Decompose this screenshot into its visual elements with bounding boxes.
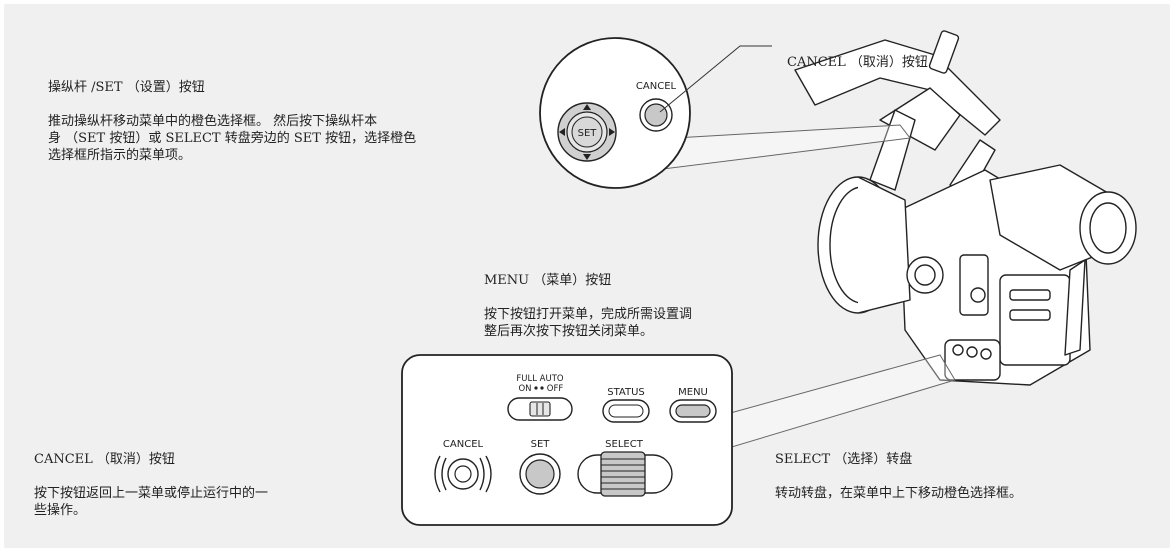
joystick-callout: 操纵杆 /SET （设置）按钮 推动操纵杆移动菜单中的橙色选择框。 然后按下操纵…: [48, 62, 416, 181]
joystick-set-button[interactable]: [557, 102, 617, 162]
menu-callout: MENU （菜单）按钮 按下按钮打开菜单，完成所需设置调 整后再次按下按钮关闭菜…: [484, 255, 692, 357]
zoom-set-label: SET: [578, 128, 598, 139]
joystick-callout-body: 推动操纵杆移动菜单中的橙色选择框。 然后按下操纵杆本 身 （SET 按钮）或 S…: [48, 114, 417, 163]
panel-set-button[interactable]: [519, 453, 561, 495]
panel-set-label: SET: [531, 439, 551, 450]
full-auto-off-label: OFF: [547, 384, 564, 394]
menu-button[interactable]: [669, 399, 717, 423]
panel-cancel-label: CANCEL: [443, 439, 484, 450]
cancel-top-callout-title: CANCEL （取消）按钮: [787, 55, 928, 70]
cancel-top-callout: CANCEL （取消）按钮: [787, 37, 928, 88]
select-callout-body: 转动转盘，在菜单中上下移动橙色选择框。: [775, 486, 1023, 501]
full-auto-switch[interactable]: [507, 397, 573, 421]
panel-cancel-button[interactable]: [434, 455, 492, 493]
zoom-cancel-button[interactable]: [639, 98, 673, 132]
cancel-bottom-callout-title: CANCEL （取消）按钮: [34, 452, 175, 467]
cancel-bottom-callout-body: 按下按钮返回上一菜单或停止运行中的一 些操作。: [34, 486, 269, 518]
camcorder-illustration: [794, 30, 1137, 386]
full-auto-on-label: ON: [518, 384, 531, 394]
joystick-callout-title: 操纵杆 /SET （设置）按钮: [48, 80, 205, 95]
status-button[interactable]: [602, 399, 650, 423]
zoom-cancel-label: CANCEL: [636, 81, 677, 92]
status-label: STATUS: [607, 387, 645, 398]
menu-callout-title: MENU （菜单）按钮: [484, 273, 612, 288]
cancel-top-leader: [659, 45, 772, 113]
select-callout: SELECT （选择）转盘 转动转盘，在菜单中上下移动橙色选择框。: [775, 434, 1022, 519]
control-panel-zoom-box: FULL AUTO ON OFF STATUS MENU: [401, 354, 733, 526]
full-auto-label: FULL AUTO: [516, 374, 564, 384]
cancel-bottom-callout: CANCEL （取消）按钮 按下按钮返回上一菜单或停止运行中的一 些操作。: [34, 434, 268, 536]
menu-callout-body: 按下按钮打开菜单，完成所需设置调 整后再次按下按钮关闭菜单。: [484, 307, 693, 339]
menu-label: MENU: [678, 387, 708, 398]
select-dial[interactable]: [577, 451, 673, 497]
joystick-zoom-circle: SET CANCEL: [539, 37, 691, 189]
select-dial-label: SELECT: [605, 439, 644, 450]
select-callout-title: SELECT （选择）转盘: [775, 452, 913, 467]
